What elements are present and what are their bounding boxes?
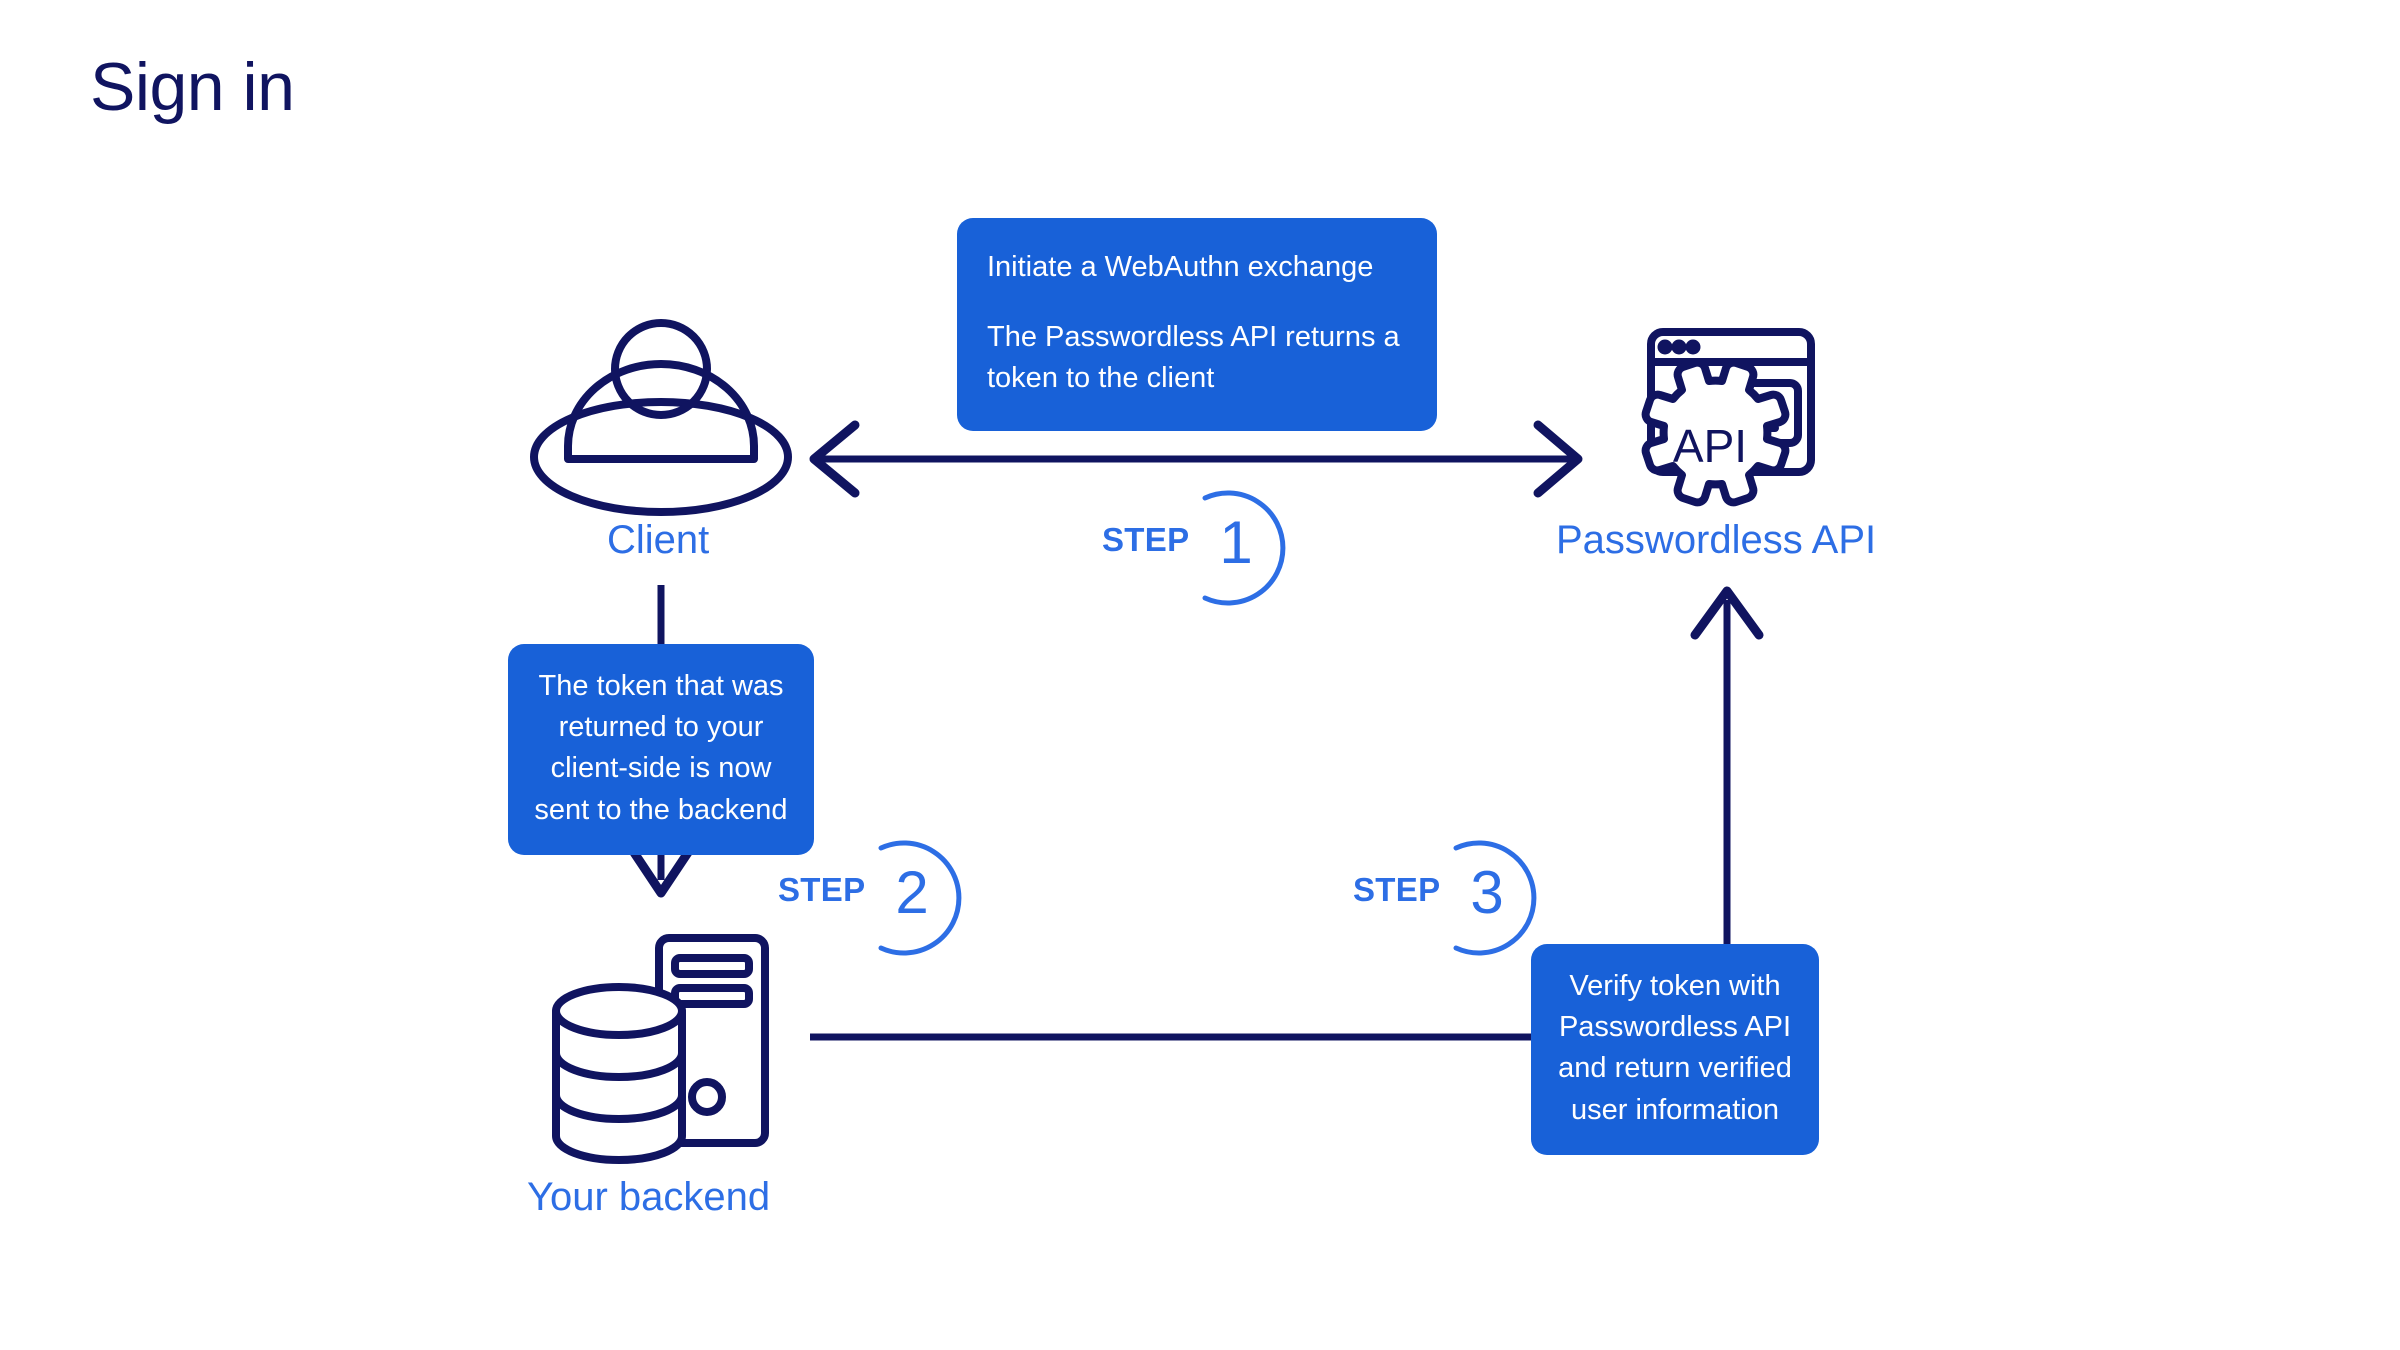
node-label-backend: Your backend: [527, 1175, 771, 1219]
step-2-number: 2: [895, 859, 929, 926]
step-ring-1: [1202, 490, 1286, 606]
callout-step-1: Initiate a WebAuthn exchange The Passwor…: [957, 218, 1437, 431]
callout-1-line-1: Initiate a WebAuthn exchange: [987, 251, 1374, 283]
step-badge-2: STEP 2: [778, 838, 988, 948]
node-label-client: Client: [607, 518, 710, 562]
step-1-word: STEP: [1102, 521, 1190, 558]
step-3-word: STEP: [1353, 871, 1441, 908]
step-badge-1: STEP 1: [1102, 488, 1312, 598]
user-circle-icon: [530, 319, 792, 516]
server-database-icon: [552, 934, 769, 1164]
callout-step-3: Verify token with Passwordless API and r…: [1531, 944, 1819, 1155]
callout-3-line-1: Verify token with Passwordless API and r…: [1558, 970, 1792, 1126]
step-ring-2: [878, 840, 962, 956]
step-ring-3: [1453, 840, 1537, 956]
step-3-number: 3: [1470, 859, 1504, 926]
node-label-api: Passwordless API: [1556, 518, 1877, 562]
api-gear-label: API: [1673, 420, 1747, 472]
callout-2-line-1: The token that was returned to your clie…: [534, 670, 788, 826]
callout-step-2: The token that was returned to your clie…: [508, 644, 814, 855]
callout-1-line-2: The Passwordless API returns a token to …: [987, 321, 1400, 395]
api-gear-terminal-icon: API: [1641, 328, 1815, 507]
step-2-word: STEP: [778, 871, 866, 908]
connector-callout-api: [1690, 586, 1764, 944]
step-1-number: 1: [1219, 509, 1253, 576]
connector-client-api: [809, 420, 1583, 498]
page-title: Sign in: [90, 49, 295, 125]
step-badge-3: STEP 3: [1353, 838, 1563, 948]
